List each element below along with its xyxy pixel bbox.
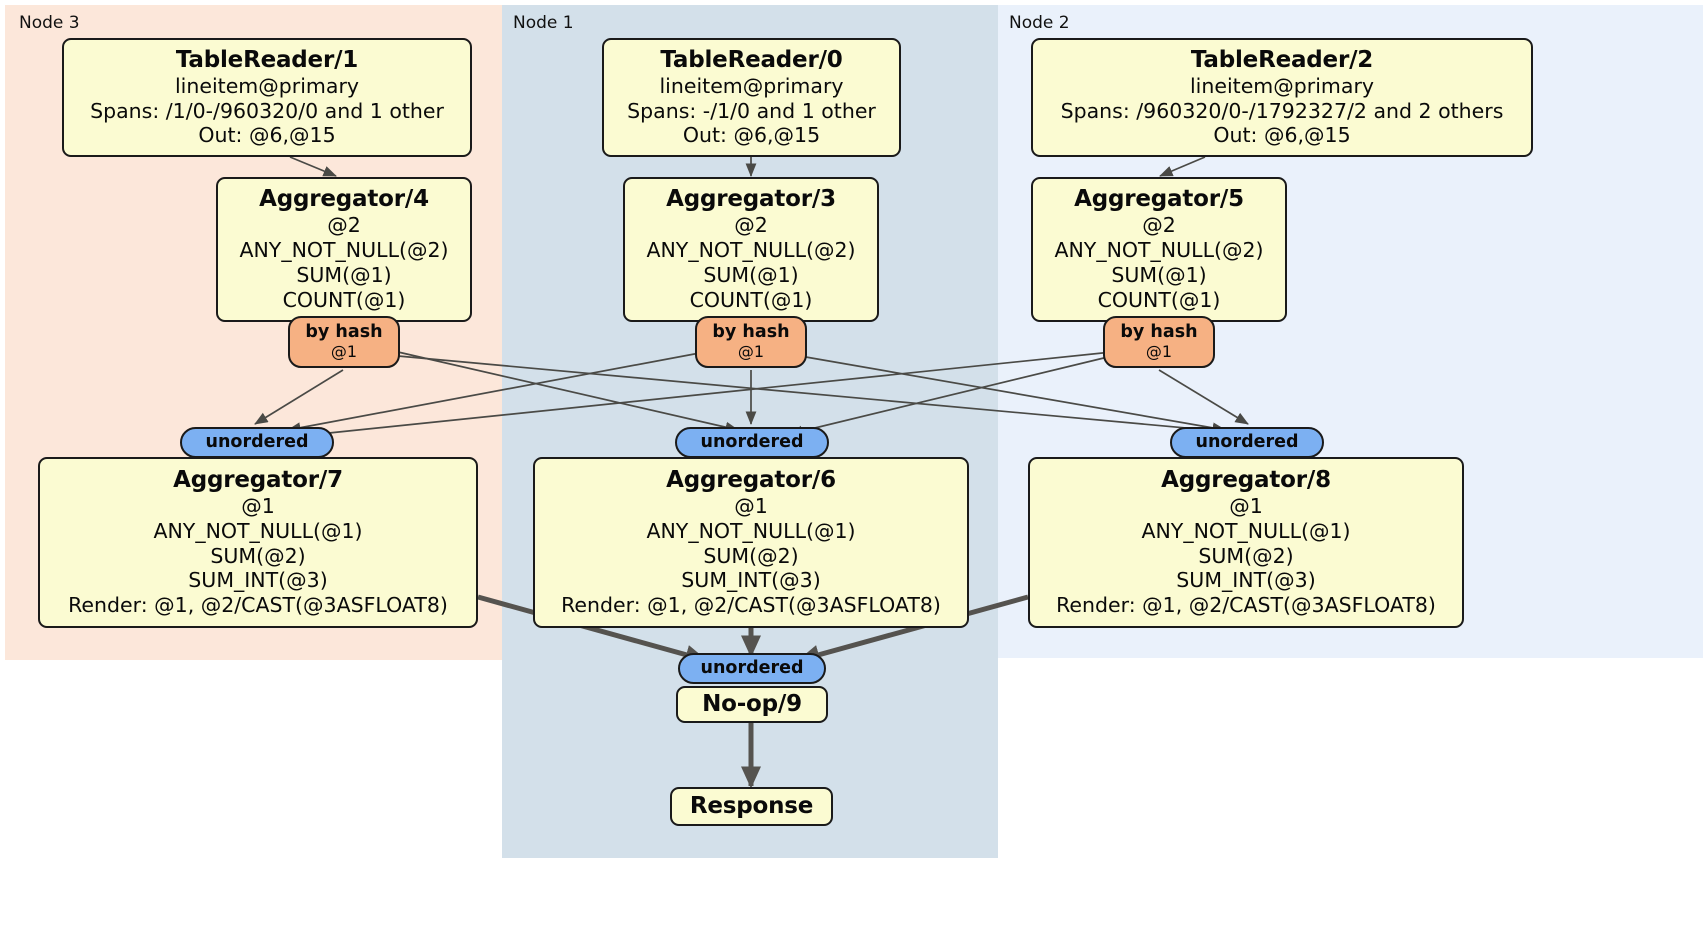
box-title: Aggregator/3 [666, 186, 836, 213]
processor-box-aggregator-8[interactable]: Aggregator/8 @1 ANY_NOT_NULL(@1) SUM(@2)… [1028, 457, 1464, 628]
box-line: ANY_NOT_NULL(@2) [1054, 238, 1264, 263]
box-line: COUNT(@1) [689, 287, 813, 312]
processor-box-table-reader-2[interactable]: TableReader/2 lineitem@primary Spans: /9… [1031, 38, 1533, 157]
router-badge-label: by hash [305, 322, 383, 343]
box-line: Render: @1, @2/CAST(@3ASFLOAT8) [1056, 593, 1436, 618]
box-line: @1 [241, 494, 275, 519]
box-line: SUM(@1) [296, 263, 392, 288]
box-line: ANY_NOT_NULL(@1) [646, 518, 856, 543]
processor-box-aggregator-4[interactable]: Aggregator/4 @2 ANY_NOT_NULL(@2) SUM(@1)… [216, 177, 472, 322]
box-line: ANY_NOT_NULL(@2) [646, 238, 856, 263]
synchronizer-badge-label: unordered [205, 431, 309, 452]
box-line: SUM(@1) [703, 263, 799, 288]
router-badge-label: by hash [712, 322, 790, 343]
box-line: @1 [1229, 494, 1263, 519]
processor-box-response[interactable]: Response [670, 787, 833, 826]
processor-box-aggregator-3[interactable]: Aggregator/3 @2 ANY_NOT_NULL(@2) SUM(@1)… [623, 177, 879, 322]
synchronizer-badge-label: unordered [700, 657, 804, 678]
box-line: SUM(@1) [1111, 263, 1207, 288]
box-line: SUM(@2) [210, 543, 306, 568]
synchronizer-badge-label: unordered [1195, 431, 1299, 452]
box-title: Aggregator/7 [173, 466, 343, 493]
box-title: Aggregator/5 [1074, 186, 1244, 213]
box-title: TableReader/0 [660, 46, 843, 73]
box-line: SUM_INT(@3) [681, 568, 821, 593]
box-line: Out: @6,@15 [198, 123, 336, 148]
router-badge-label: by hash [1120, 322, 1198, 343]
processor-box-table-reader-1[interactable]: TableReader/1 lineitem@primary Spans: /1… [62, 38, 472, 157]
box-title: No-op/9 [702, 690, 802, 717]
processor-box-aggregator-6[interactable]: Aggregator/6 @1 ANY_NOT_NULL(@1) SUM(@2)… [533, 457, 969, 628]
box-line: SUM_INT(@3) [188, 568, 328, 593]
box-line: SUM_INT(@3) [1176, 568, 1316, 593]
processor-box-aggregator-5[interactable]: Aggregator/5 @2 ANY_NOT_NULL(@2) SUM(@1)… [1031, 177, 1287, 322]
processor-box-noop-9[interactable]: No-op/9 [676, 686, 828, 723]
synchronizer-badge-unordered-right[interactable]: unordered [1170, 427, 1324, 458]
box-line: @2 [1142, 213, 1176, 238]
router-badge-sublabel: @1 [330, 341, 358, 361]
box-title: Aggregator/6 [666, 466, 836, 493]
box-line: ANY_NOT_NULL(@1) [1141, 518, 1351, 543]
box-line: Spans: /1/0-/960320/0 and 1 other [90, 98, 444, 123]
router-badge-sublabel: @1 [737, 341, 765, 361]
box-line: Render: @1, @2/CAST(@3ASFLOAT8) [561, 593, 941, 618]
box-title: Response [689, 792, 814, 819]
synchronizer-badge-unordered-left[interactable]: unordered [180, 427, 334, 458]
box-line: Out: @6,@15 [1213, 123, 1351, 148]
router-badge-sublabel: @1 [1145, 341, 1173, 361]
box-line: Render: @1, @2/CAST(@3ASFLOAT8) [68, 593, 448, 618]
box-title: TableReader/1 [175, 46, 359, 73]
box-line: Spans: /960320/0-/1792327/2 and 2 others [1060, 98, 1504, 123]
router-badge-by-hash-aggregator-4[interactable]: by hash @1 [288, 316, 400, 368]
node-panel-label-node3: Node 3 [19, 13, 80, 33]
box-line: Out: @6,@15 [682, 123, 821, 148]
box-title: Aggregator/8 [1161, 466, 1331, 493]
box-line: COUNT(@1) [282, 287, 406, 312]
synchronizer-badge-unordered-mid[interactable]: unordered [675, 427, 829, 458]
node-panel-label-node2: Node 2 [1009, 13, 1070, 33]
box-line: lineitem@primary [659, 73, 844, 98]
processor-box-table-reader-0[interactable]: TableReader/0 lineitem@primary Spans: -/… [602, 38, 901, 157]
router-badge-by-hash-aggregator-5[interactable]: by hash @1 [1103, 316, 1215, 368]
node-panel-label-node1: Node 1 [513, 13, 574, 33]
box-line: ANY_NOT_NULL(@1) [153, 518, 363, 543]
synchronizer-badge-label: unordered [700, 431, 804, 452]
box-line: SUM(@2) [703, 543, 799, 568]
box-line: SUM(@2) [1198, 543, 1294, 568]
box-line: @2 [734, 213, 768, 238]
box-line: Spans: -/1/0 and 1 other [627, 98, 876, 123]
synchronizer-badge-unordered-final[interactable]: unordered [678, 653, 826, 684]
router-badge-by-hash-aggregator-3[interactable]: by hash @1 [695, 316, 807, 368]
processor-box-aggregator-7[interactable]: Aggregator/7 @1 ANY_NOT_NULL(@1) SUM(@2)… [38, 457, 478, 628]
box-line: lineitem@primary [174, 73, 360, 98]
box-title: Aggregator/4 [259, 186, 429, 213]
box-line: @2 [327, 213, 361, 238]
box-line: ANY_NOT_NULL(@2) [239, 238, 449, 263]
box-title: TableReader/2 [1190, 46, 1374, 73]
box-line: COUNT(@1) [1097, 287, 1221, 312]
box-line: @1 [734, 494, 768, 519]
box-line: lineitem@primary [1189, 73, 1375, 98]
